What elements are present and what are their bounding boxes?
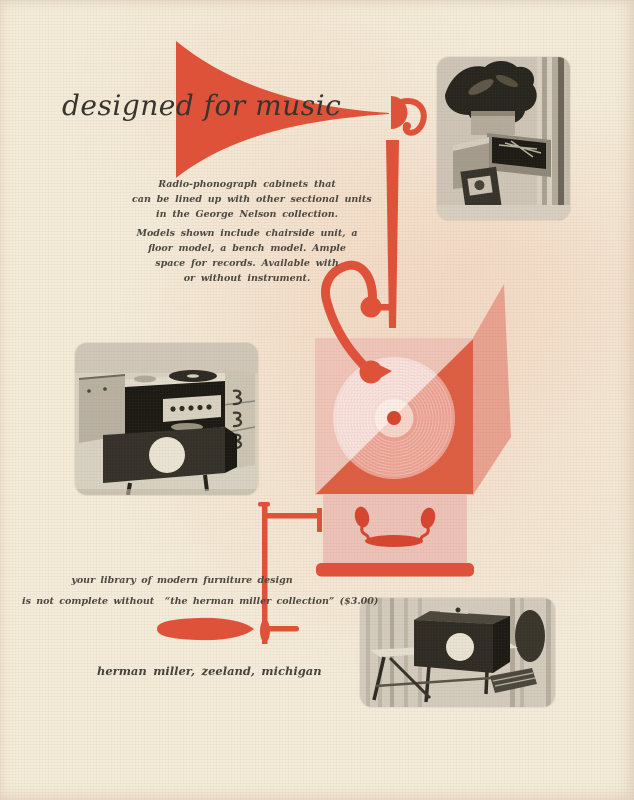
gramophone-horn-illustration xyxy=(176,41,427,178)
body-copy-line: or without instrument. xyxy=(183,273,311,284)
lower-door-with-hole xyxy=(103,427,237,483)
pedestal-illustration xyxy=(316,495,474,577)
body-copy-line: space for records. Available with xyxy=(155,258,339,269)
turntable-disc-illustration xyxy=(333,357,455,479)
body-copy: Radio-phonograph cabinets that can be li… xyxy=(132,177,372,286)
hand-crank-illustration xyxy=(157,502,322,644)
body-copy-line: Models shown include chairside unit, a xyxy=(136,228,358,239)
body-copy-line: can be lined up with other sectional uni… xyxy=(132,194,372,205)
floor xyxy=(437,205,570,220)
photo-bench-model xyxy=(360,598,555,707)
footer-address: herman miller, zeeland, michigan xyxy=(97,664,322,678)
body-copy-line: Radio-phonograph cabinets that xyxy=(158,179,336,190)
cabinet-on-bench xyxy=(414,606,510,673)
page-title: designed for music xyxy=(62,89,342,122)
photo-chairside-unit xyxy=(437,57,570,220)
photo-radio-cabinet xyxy=(75,343,258,495)
dark-drapery xyxy=(515,610,545,662)
body-copy-line: in the George Nelson collection. xyxy=(156,209,338,220)
needle-stem-illustration xyxy=(386,140,399,328)
promo-line: your library of modern furniture design xyxy=(71,575,293,586)
leaning-record-album xyxy=(460,166,502,212)
open-drawer-front xyxy=(78,374,126,443)
potted-plant xyxy=(445,61,537,135)
record-stack xyxy=(490,668,537,693)
promo-copy: your library of modern furniture design … xyxy=(22,571,379,612)
body-copy-line: floor model, a bench model. Ample xyxy=(148,243,346,254)
open-radio-compartment xyxy=(125,381,225,435)
tone-arm-illustration xyxy=(321,260,394,384)
promo-line: is not complete without “the herman mill… xyxy=(22,595,379,607)
window-blinds xyxy=(537,57,570,220)
